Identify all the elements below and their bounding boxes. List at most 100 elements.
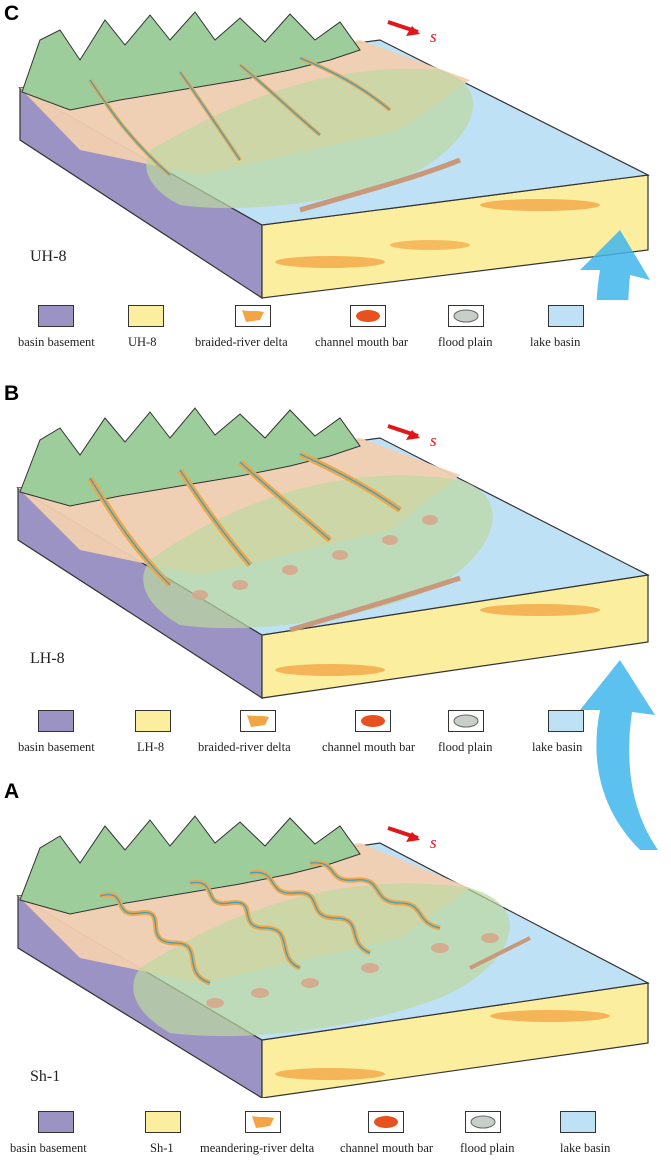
evolution-arrow-b — [580, 660, 658, 850]
block-diagram-c: s — [18, 11, 651, 300]
mouth-bar — [361, 963, 379, 973]
sand-lens — [390, 240, 470, 250]
legend-swatch-basement — [38, 710, 74, 732]
mouth-bars — [206, 933, 499, 1008]
mountain-range — [21, 11, 361, 111]
mouth-bar — [332, 550, 348, 560]
legend-label-bar: channel mouth bar — [315, 335, 409, 349]
meander-centerlines — [99, 862, 441, 984]
direction-label: s — [430, 27, 437, 46]
legend-swatch-unit — [135, 710, 171, 732]
legend-c: basin basement UH-8 braided-river delta … — [0, 305, 671, 365]
legend-swatch-lake — [560, 1111, 596, 1133]
direction-label: s — [430, 833, 437, 852]
south-arrow: s — [387, 826, 437, 852]
legend-label-delta: braided-river delta — [198, 740, 291, 754]
legend-label-delta: meandering-river delta — [200, 1141, 315, 1155]
legend-swatch-delta — [235, 305, 271, 327]
legend-swatch-bar — [368, 1111, 404, 1133]
river-centerline — [89, 477, 171, 586]
mouth-bar — [232, 580, 248, 590]
legend-swatch-unit — [145, 1111, 181, 1133]
panel-letter-b: B — [4, 382, 20, 405]
legend-label-lake: lake basin — [530, 335, 581, 349]
legend-label-unit: LH-8 — [137, 740, 165, 754]
mouth-bars — [192, 515, 438, 600]
legend-label-flood: flood plain — [438, 740, 493, 754]
mouth-bar — [422, 515, 438, 525]
south-arrow-head — [406, 832, 420, 842]
sand-lens — [275, 256, 385, 268]
block-diagram-b: s — [16, 407, 650, 700]
meander-centerline — [189, 881, 301, 969]
unit-label-c: UH-8 — [30, 248, 67, 265]
meander-centerline — [309, 862, 441, 929]
legend-swatch-basement — [38, 305, 74, 327]
legend-swatch-bar — [350, 305, 386, 327]
legend-swatch-bar — [355, 710, 391, 732]
sand-lens — [480, 604, 600, 616]
legend-label-basement: basin basement — [18, 740, 95, 754]
river-centerlines — [89, 453, 401, 586]
legend-label-unit: UH-8 — [128, 335, 157, 349]
legend-swatch-lake — [548, 710, 584, 732]
legend-label-flood: flood plain — [460, 1141, 515, 1155]
mouth-bar — [481, 933, 499, 943]
mouth-bar — [206, 998, 224, 1008]
river-centerline — [89, 79, 171, 176]
south-arrow-head — [406, 430, 420, 440]
mouth-bar — [282, 565, 298, 575]
direction-label: s — [430, 431, 437, 450]
legend-swatch-unit — [128, 305, 164, 327]
river-centerline — [299, 57, 391, 111]
river-centerline — [179, 71, 241, 161]
legend-b: basin basement LH-8 braided-river delta … — [0, 710, 671, 770]
legend-swatch-basement — [38, 1111, 74, 1133]
delta-fan — [143, 475, 493, 629]
south-arrow: s — [387, 424, 437, 450]
meander-centerline — [249, 871, 371, 954]
evolution-arrow-shape — [580, 660, 658, 850]
unit-label-a: Sh-1 — [30, 1068, 61, 1085]
flood-channel — [299, 157, 461, 213]
south-arrow-head — [406, 26, 420, 36]
panel-a: A — [0, 778, 671, 1164]
mouth-bar — [431, 943, 449, 953]
meander-centerline — [99, 894, 211, 984]
evolution-arrow — [580, 230, 650, 300]
south-arrow: s — [387, 20, 437, 46]
block-diagram-a: s — [16, 815, 650, 1098]
block-model — [16, 815, 650, 1098]
flood-channel — [469, 936, 531, 970]
legend-label-lake: lake basin — [532, 740, 583, 754]
mouth-bar — [192, 590, 208, 600]
legend-swatch-lake — [548, 305, 584, 327]
legend-swatch-delta — [240, 710, 276, 732]
panel-letter-c: C — [4, 2, 20, 25]
unit-label-b: LH-8 — [30, 650, 65, 667]
sand-lens — [480, 199, 600, 211]
mouth-bar — [382, 535, 398, 545]
river-centerline — [239, 64, 321, 136]
river-centerline — [179, 469, 251, 566]
legend-a: basin basement Sh-1 meandering-river del… — [0, 1111, 671, 1171]
sand-lens — [490, 1010, 610, 1022]
mouth-bar — [301, 978, 319, 988]
river-centerlines — [89, 57, 391, 176]
legend-swatch-delta — [245, 1111, 281, 1133]
mountain-range — [19, 815, 361, 915]
panel-letter-a: A — [4, 780, 20, 803]
legend-label-basement: basin basement — [10, 1141, 87, 1155]
delta-fan — [146, 68, 474, 209]
sand-lens — [275, 664, 385, 676]
block-model — [18, 11, 651, 300]
flood-channel — [289, 575, 461, 633]
legend-label-bar: channel mouth bar — [322, 740, 416, 754]
legend-label-lake: lake basin — [560, 1141, 611, 1155]
legend-label-bar: channel mouth bar — [340, 1141, 434, 1155]
panel-c: C — [0, 0, 671, 385]
mountain-range — [19, 407, 361, 507]
sand-lens — [275, 1068, 385, 1080]
legend-swatch-flood — [465, 1111, 501, 1133]
legend-label-unit: Sh-1 — [150, 1141, 174, 1155]
